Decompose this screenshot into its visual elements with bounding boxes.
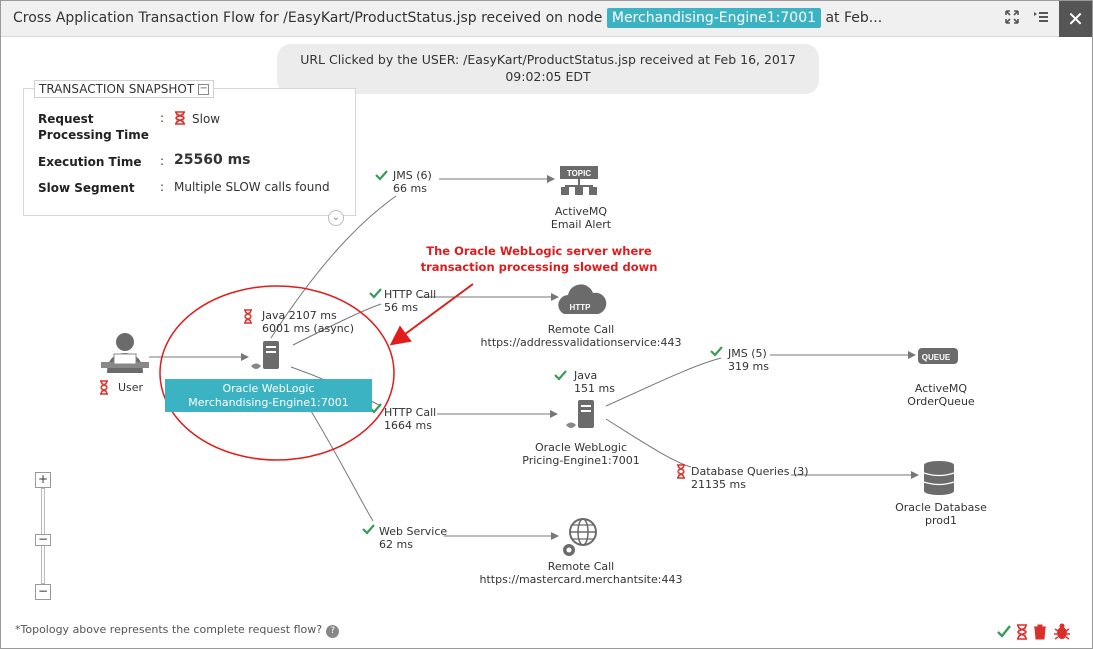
url-line-1: URL Clicked by the USER: /EasyKart/Produ… (300, 52, 796, 67)
collapse-icon[interactable]: − (198, 83, 210, 95)
ok-check-icon (997, 625, 1011, 638)
zoom-control: + − − (35, 472, 51, 600)
svg-text:HTTP: HTTP (570, 303, 592, 312)
edge-webservice-curve (310, 410, 374, 522)
server-icon-pricing (566, 400, 594, 428)
http-cloud-icon: HTTP (558, 284, 607, 314)
snapshot-value: 25560 ms (174, 152, 251, 168)
node-badge[interactable]: Merchandising-Engine1:7001 (606, 8, 822, 28)
trash-icon (1034, 624, 1046, 640)
database-icon (923, 461, 955, 495)
edge-jms5-curve (605, 357, 722, 407)
zoom-slider-handle[interactable]: − (35, 533, 51, 546)
server-icon-main (251, 341, 279, 369)
annotation-arrow (389, 283, 474, 346)
slow-hourglass-icon (1017, 624, 1027, 640)
svg-text:QUEUE: QUEUE (922, 353, 951, 362)
footer-note: *Topology above represents the complete … (15, 623, 340, 638)
url-bubble: URL Clicked by the USER: /EasyKart/Produ… (277, 44, 819, 94)
user-icon (101, 333, 149, 373)
window-title: Cross Application Transaction Flow for /… (13, 8, 883, 28)
close-button[interactable]: ✕ (1059, 1, 1092, 37)
snapshot-value: Slow (174, 111, 220, 126)
snapshot-label: Request Processing Time (38, 112, 149, 142)
snapshot-title: TRANSACTION SNAPSHOT− (34, 80, 215, 98)
title-bar: Cross Application Transaction Flow for /… (1, 1, 1092, 37)
user-label[interactable]: User (118, 381, 144, 394)
expand-chevron-icon[interactable]: ⌄ (328, 210, 344, 226)
zoom-out-button[interactable]: − (35, 584, 51, 600)
edge-label-jms5[interactable]: JMS (5)319 ms (728, 347, 769, 373)
help-icon[interactable]: ? (326, 625, 340, 638)
hourglass-icon (175, 111, 185, 125)
edge-jms6-curve (270, 195, 397, 339)
snapshot-value: Multiple SLOW calls found (174, 180, 330, 194)
snapshot-label: Execution Time (38, 155, 142, 169)
title-suffix: at Feb... (821, 10, 883, 26)
edge-label-jms6[interactable]: JMS (6)66 ms (393, 169, 432, 195)
globe-gear-icon (563, 518, 597, 556)
weblogic-merchandising-node[interactable]: Oracle WebLogic Merchandising-Engine1:70… (165, 379, 372, 412)
snapshot-colon: : (160, 111, 165, 125)
list-view-icon[interactable] (1031, 9, 1051, 29)
fullscreen-icon[interactable] (1002, 9, 1022, 29)
hourglass-icons (100, 309, 685, 479)
svg-text:TOPIC: TOPIC (567, 169, 592, 178)
url-line-2: 09:02:05 EDT (505, 69, 591, 84)
transaction-snapshot-panel: TRANSACTION SNAPSHOT− Request Processing… (23, 80, 356, 226)
snapshot-colon: : (160, 154, 165, 168)
snapshot-colon: : (160, 180, 165, 194)
footer-note-text: *Topology above represents the complete … (15, 623, 323, 636)
snapshot-title-text: TRANSACTION SNAPSHOT (39, 82, 195, 96)
zoom-in-button[interactable]: + (35, 472, 51, 488)
edge-http56-curve (292, 303, 382, 346)
snapshot-label: Slow Segment (38, 181, 135, 195)
highlight-ellipse (159, 285, 395, 461)
topic-icon: TOPIC (560, 166, 598, 195)
queue-icon: QUEUE (918, 348, 958, 364)
legend-icons (996, 623, 1076, 645)
edge-label-db-queries[interactable]: Database Queries (3)21135 ms (691, 465, 809, 491)
bug-icon (1054, 623, 1070, 640)
java-call-label: Java 2107 ms 6001 ms (async) (262, 309, 355, 335)
title-prefix: Cross Application Transaction Flow for /… (13, 10, 607, 26)
